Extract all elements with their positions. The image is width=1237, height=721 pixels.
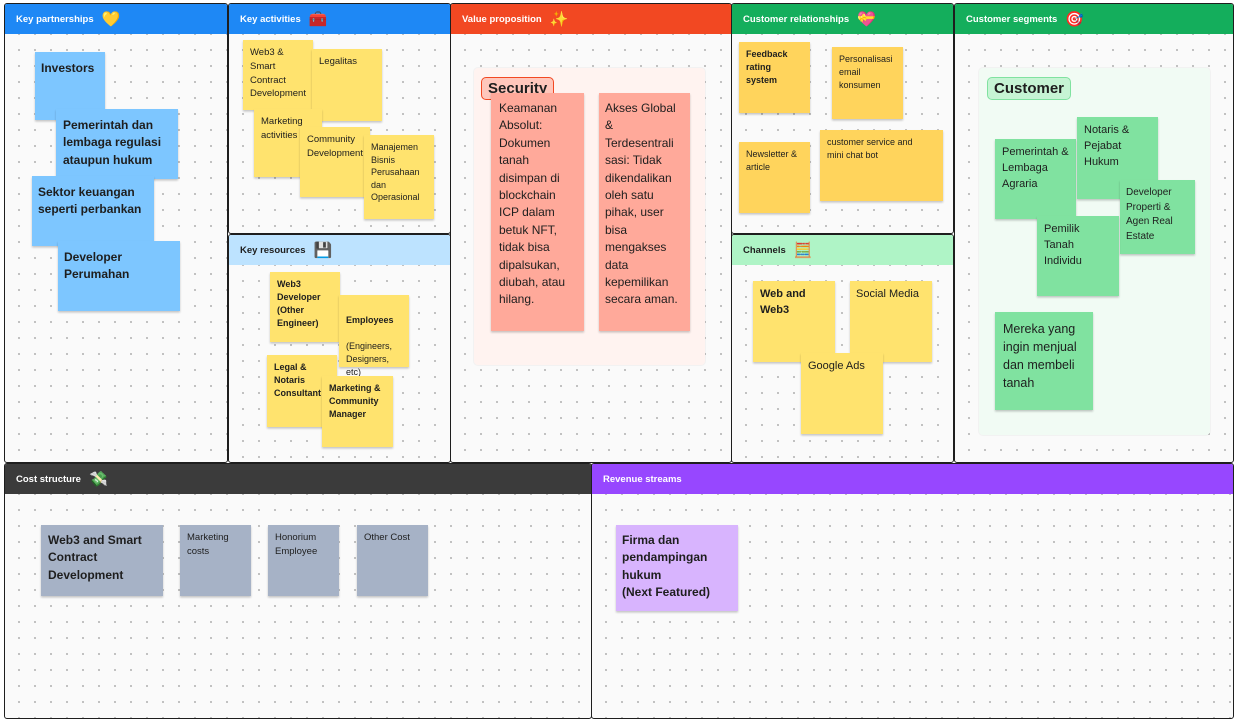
panel-title: Revenue streams [603, 473, 682, 485]
sticky-note-marketing-costs[interactable]: Marketing costs [180, 525, 251, 596]
sticky-note-employees[interactable]: Employees (Engineers, Designers, etc) [339, 295, 409, 377]
sticky-note-pemerintah-agraria[interactable]: Pemerintah & Lembaga Agraria [995, 139, 1076, 219]
revenue-streams-header[interactable]: Revenue streams [592, 464, 1233, 494]
key-activities-panel: Key activities 🧰 Web3 & Smart Contract D… [228, 3, 451, 234]
customer-segments-panel: Customer segments 🎯 Customer Pemerintah … [954, 3, 1234, 463]
sparkles-icon: ✨ [549, 10, 569, 28]
sticky-note-government[interactable]: Pemerintah dan lembaga regulasi ataupun … [56, 109, 178, 179]
sticky-note-newsletter[interactable]: Newsletter & article [739, 142, 810, 213]
cost-structure-panel: Cost structure 💸 Web3 and Smart Contract… [4, 463, 592, 719]
sticky-note-personalisasi-email[interactable]: Personalisasi email konsumen [832, 47, 903, 119]
heart-with-ribbon-icon: 💝 [857, 10, 876, 28]
target-icon: 🎯 [1065, 10, 1085, 28]
value-proposition-panel: Value proposition ✨ Security Keamanan Ab… [450, 3, 732, 463]
customer-label: Customer [987, 77, 1072, 100]
sticky-note-keamanan-absolut[interactable]: Keamanan Absolut: Dokumen tanah disimpan… [491, 93, 584, 331]
yellow-heart-icon: 💛 [101, 10, 121, 28]
key-resources-panel: Key resources 💾 Web3 Developer (Other En… [228, 234, 451, 463]
key-partnerships-header[interactable]: Key partnerships 💛 [5, 4, 227, 34]
sticky-note-feedback-rating[interactable]: Feedback rating system [739, 42, 810, 113]
customer-segments-header[interactable]: Customer segments 🎯 [955, 4, 1233, 34]
sticky-note-investors[interactable]: Investors [35, 52, 105, 120]
value-proposition-header[interactable]: Value proposition ✨ [451, 4, 731, 34]
sticky-note-developer[interactable]: Developer Perumahan [58, 241, 180, 311]
sticky-note-mereka-yang[interactable]: Mereka yang ingin menjual dan membeli ta… [995, 312, 1093, 410]
sticky-note-honorium-employee[interactable]: Honorium Employee [268, 525, 339, 596]
key-resources-header[interactable]: Key resources 💾 [229, 235, 450, 265]
employees-label: Employees [346, 315, 394, 326]
panel-title: Key activities [240, 13, 301, 25]
sticky-note-community-development[interactable]: Community Development [300, 127, 370, 197]
sticky-note-legalitas[interactable]: Legalitas [312, 49, 382, 121]
sticky-note-web3-cost[interactable]: Web3 and Smart Contract Development [41, 525, 163, 596]
floppy-disk-icon: 💾 [313, 241, 333, 259]
sticky-note-pemilik-tanah[interactable]: Pemilik Tanah Individu [1037, 216, 1119, 296]
key-partnerships-panel: Key partnerships 💛 Investors Pemerintah … [4, 3, 228, 463]
panel-title: Key partnerships [16, 13, 94, 25]
revenue-streams-panel: Revenue streams Firma dan pendampingan h… [591, 463, 1234, 719]
channels-panel: Channels 🧮 Web and Web3 Social Media Goo… [731, 234, 954, 463]
sticky-note-finance-sector[interactable]: Sektor keuangan seperti perbankan [32, 176, 154, 246]
sticky-note-google-ads[interactable]: Google Ads [801, 353, 883, 434]
panel-title: Cost structure [16, 473, 81, 485]
customer-relationships-header[interactable]: Customer relationships 💝 [732, 4, 953, 34]
customer-relationships-panel: Customer relationships 💝 Feedback rating… [731, 3, 954, 234]
sticky-note-firma-hukum[interactable]: Firma dan pendampingan hukum (Next Featu… [616, 525, 738, 611]
panel-title: Key resources [240, 244, 306, 256]
sticky-note-other-cost[interactable]: Other Cost [357, 525, 428, 596]
sticky-note-web-and-web3[interactable]: Web and Web3 [753, 281, 835, 362]
sticky-note-social-media[interactable]: Social Media [850, 281, 932, 362]
sticky-note-customer-service[interactable]: customer service and mini chat bot [820, 130, 943, 201]
key-activities-header[interactable]: Key activities 🧰 [229, 4, 450, 34]
sticky-note-business-management[interactable]: Manajemen Bisnis Perusahaan dan Operasio… [364, 135, 434, 219]
calculator-icon: 🧮 [793, 241, 813, 259]
panel-title: Customer segments [966, 13, 1058, 25]
sticky-note-developer-properti[interactable]: Developer Properti & Agen Real Estate [1120, 180, 1195, 254]
cost-structure-header[interactable]: Cost structure 💸 [5, 464, 591, 494]
panel-title: Customer relationships [743, 13, 850, 25]
employees-detail: (Engineers, Designers, etc) [346, 341, 393, 378]
panel-title: Channels [743, 244, 786, 256]
sticky-note-akses-global[interactable]: Akses Global & Terdesentrali sasi: Tidak… [599, 93, 690, 331]
money-with-wings-icon: 💸 [88, 470, 108, 488]
sticky-note-web3-development[interactable]: Web3 & Smart Contract Development [243, 40, 313, 110]
channels-header[interactable]: Channels 🧮 [732, 235, 953, 265]
toolbox-icon: 🧰 [308, 10, 328, 28]
sticky-note-web3-developer[interactable]: Web3 Developer (Other Engineer) [270, 272, 340, 342]
sticky-note-marketing-community[interactable]: Marketing & Community Manager [322, 376, 393, 447]
panel-title: Value proposition [462, 13, 542, 25]
